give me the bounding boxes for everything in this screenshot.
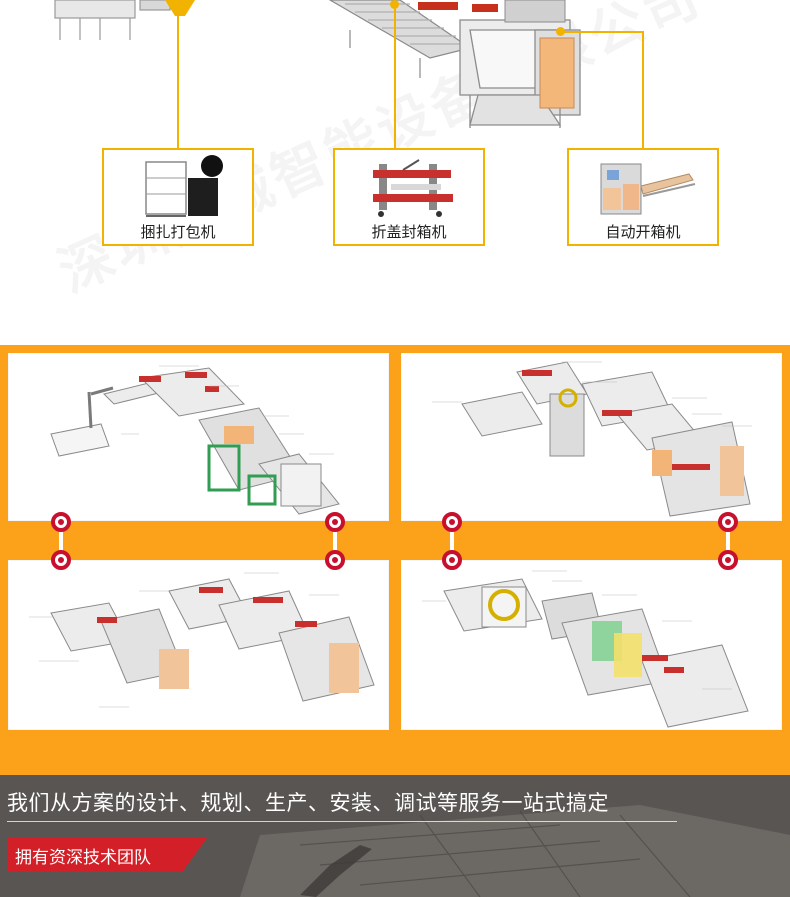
- strapping-machine-icon: [145, 155, 223, 217]
- link-ring-icon: [718, 550, 738, 570]
- production-line-illustration: [54, 0, 581, 128]
- layout-panel-1: [8, 353, 389, 521]
- panel-link: [450, 525, 454, 559]
- layout-drawing: [432, 361, 752, 517]
- service-banner: 我们从方案的设计、规划、生产、安装、调试等服务一站式搞定 拥有资深技术团队: [0, 775, 790, 897]
- service-slogan: 我们从方案的设计、规划、生产、安装、调试等服务一站式搞定: [7, 791, 609, 815]
- case-sealer-icon: [373, 159, 453, 217]
- link-ring-icon: [442, 550, 462, 570]
- layout-panel-2: [401, 353, 782, 521]
- panel-link: [333, 525, 337, 559]
- link-ring-icon: [718, 512, 738, 532]
- connector-line: [177, 12, 179, 152]
- machine-name: 自动开箱机: [605, 223, 681, 241]
- link-ring-icon: [51, 512, 71, 532]
- layout-drawing: [422, 570, 749, 728]
- panel-link: [59, 525, 63, 559]
- machine-card-case-erector: 自动开箱机: [567, 148, 719, 246]
- team-label: 拥有资深技术团队: [15, 848, 151, 868]
- layout-gallery: [0, 345, 790, 775]
- production-line-overview: 深圳双诚智能设备有限公司: [0, 0, 790, 345]
- connector-line: [560, 31, 644, 33]
- machine-card-case-sealer: 折盖封箱机: [333, 148, 485, 246]
- team-badge: [7, 838, 207, 871]
- connector-line: [394, 0, 396, 152]
- link-ring-icon: [325, 550, 345, 570]
- link-ring-icon: [442, 512, 462, 532]
- layout-panel-3: [8, 560, 389, 730]
- link-ring-icon: [51, 550, 71, 570]
- layout-panel-4: [401, 560, 782, 730]
- panel-link: [726, 525, 730, 559]
- divider: [7, 821, 677, 822]
- case-erector-icon: [600, 163, 696, 215]
- link-ring-icon: [325, 512, 345, 532]
- background-sketch: [0, 775, 790, 897]
- layout-drawing: [50, 365, 340, 515]
- connector-dot: [556, 27, 565, 36]
- connector-line: [642, 31, 644, 152]
- machine-name: 捆扎打包机: [140, 223, 216, 241]
- machine-card-strapping: 捆扎打包机: [102, 148, 254, 246]
- machine-name: 折盖封箱机: [371, 223, 447, 241]
- layout-drawing: [29, 572, 375, 708]
- connector-dot: [390, 0, 399, 9]
